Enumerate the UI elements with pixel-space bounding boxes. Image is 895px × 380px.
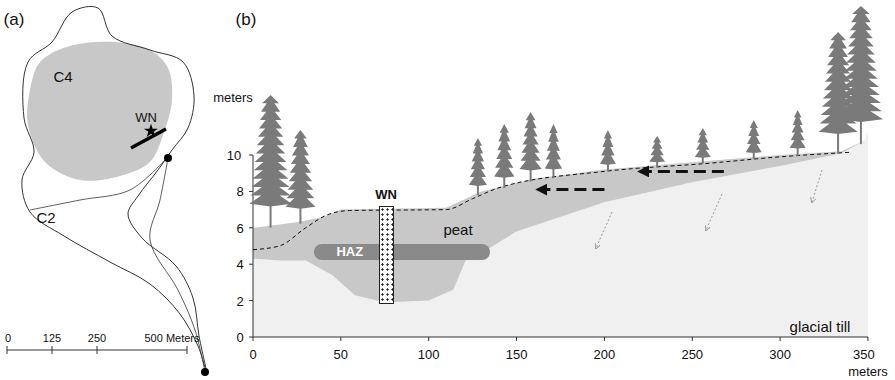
tree (545, 124, 562, 178)
scale-tick (187, 346, 188, 354)
catchment-boundary (22, 6, 206, 370)
tree (494, 124, 514, 188)
well: WN (379, 188, 394, 304)
y-tick (249, 337, 253, 338)
y-tick (249, 191, 253, 192)
seepage-arrow (596, 212, 612, 248)
flow-arrow (538, 188, 605, 191)
y-tick (249, 300, 253, 301)
x-tick (516, 337, 517, 341)
axis-label: peat (443, 222, 472, 237)
axis-label: 200 (594, 348, 616, 361)
axis-label: 350 (853, 348, 875, 361)
axis-label: 250 (681, 348, 703, 361)
flow-arrow (640, 170, 724, 173)
tree (746, 120, 762, 159)
scale-tick (97, 346, 98, 354)
seepage-arrow (812, 170, 822, 202)
c4-region (27, 42, 172, 181)
axis-label: meters (848, 365, 888, 378)
axis-label: 8 (236, 185, 243, 198)
axis-label: 10 (227, 149, 241, 162)
tree (249, 95, 291, 228)
tree (839, 6, 883, 144)
x-tick (340, 337, 341, 341)
panel-label: (a) (4, 11, 25, 28)
outlet-dot (201, 368, 209, 376)
x-tick (867, 337, 868, 341)
tree (600, 130, 616, 171)
glacial-till (253, 131, 868, 337)
axis-label: 150 (506, 348, 528, 361)
panel-label: (b) (236, 11, 257, 28)
axis-label: C2 (36, 210, 55, 225)
axis-label: 6 (236, 221, 243, 234)
axis-label: WN (135, 111, 157, 124)
axis-label: 500 Meters (144, 333, 199, 344)
axis-label: 2 (236, 294, 243, 307)
well-star (144, 124, 158, 137)
x-tick (253, 337, 254, 341)
well-casing (379, 206, 394, 304)
seepage-arrow (706, 194, 722, 230)
y-tick (249, 264, 253, 265)
tree (519, 112, 541, 182)
x-tick (604, 337, 605, 341)
scale-tick (7, 346, 8, 354)
tree (285, 130, 315, 224)
y-axis (253, 155, 254, 337)
axis-label: 0 (5, 333, 11, 344)
tree (649, 136, 665, 167)
tree (790, 110, 806, 156)
axis-label: 0 (249, 348, 256, 361)
x-axis (253, 337, 868, 338)
axis-label: 300 (769, 348, 791, 361)
x-tick (780, 337, 781, 341)
x-tick (692, 337, 693, 341)
x-tick (428, 337, 429, 341)
axis-label: C4 (53, 69, 72, 84)
axis-label: 4 (236, 258, 243, 271)
axis-label: meters (213, 91, 253, 104)
axis-label: 50 (334, 348, 348, 361)
subcatchment-divide (30, 160, 165, 210)
well-label: WN (374, 188, 398, 201)
tree (695, 128, 711, 163)
tree (469, 138, 487, 195)
y-tick (249, 227, 253, 228)
axis-label: 100 (418, 348, 440, 361)
haz-band: HAZ (314, 244, 490, 259)
catchment-map (7, 6, 209, 376)
axis-label: 250 (88, 333, 106, 344)
axis-label: glacial till (790, 319, 851, 334)
axis-label: 125 (43, 333, 61, 344)
zone-label: HAZ (336, 245, 363, 258)
scale-tick (52, 346, 53, 354)
cross-section (249, 6, 883, 341)
y-tick (249, 155, 253, 156)
axis-label: 0 (236, 331, 243, 344)
outlet-dot (164, 154, 172, 162)
